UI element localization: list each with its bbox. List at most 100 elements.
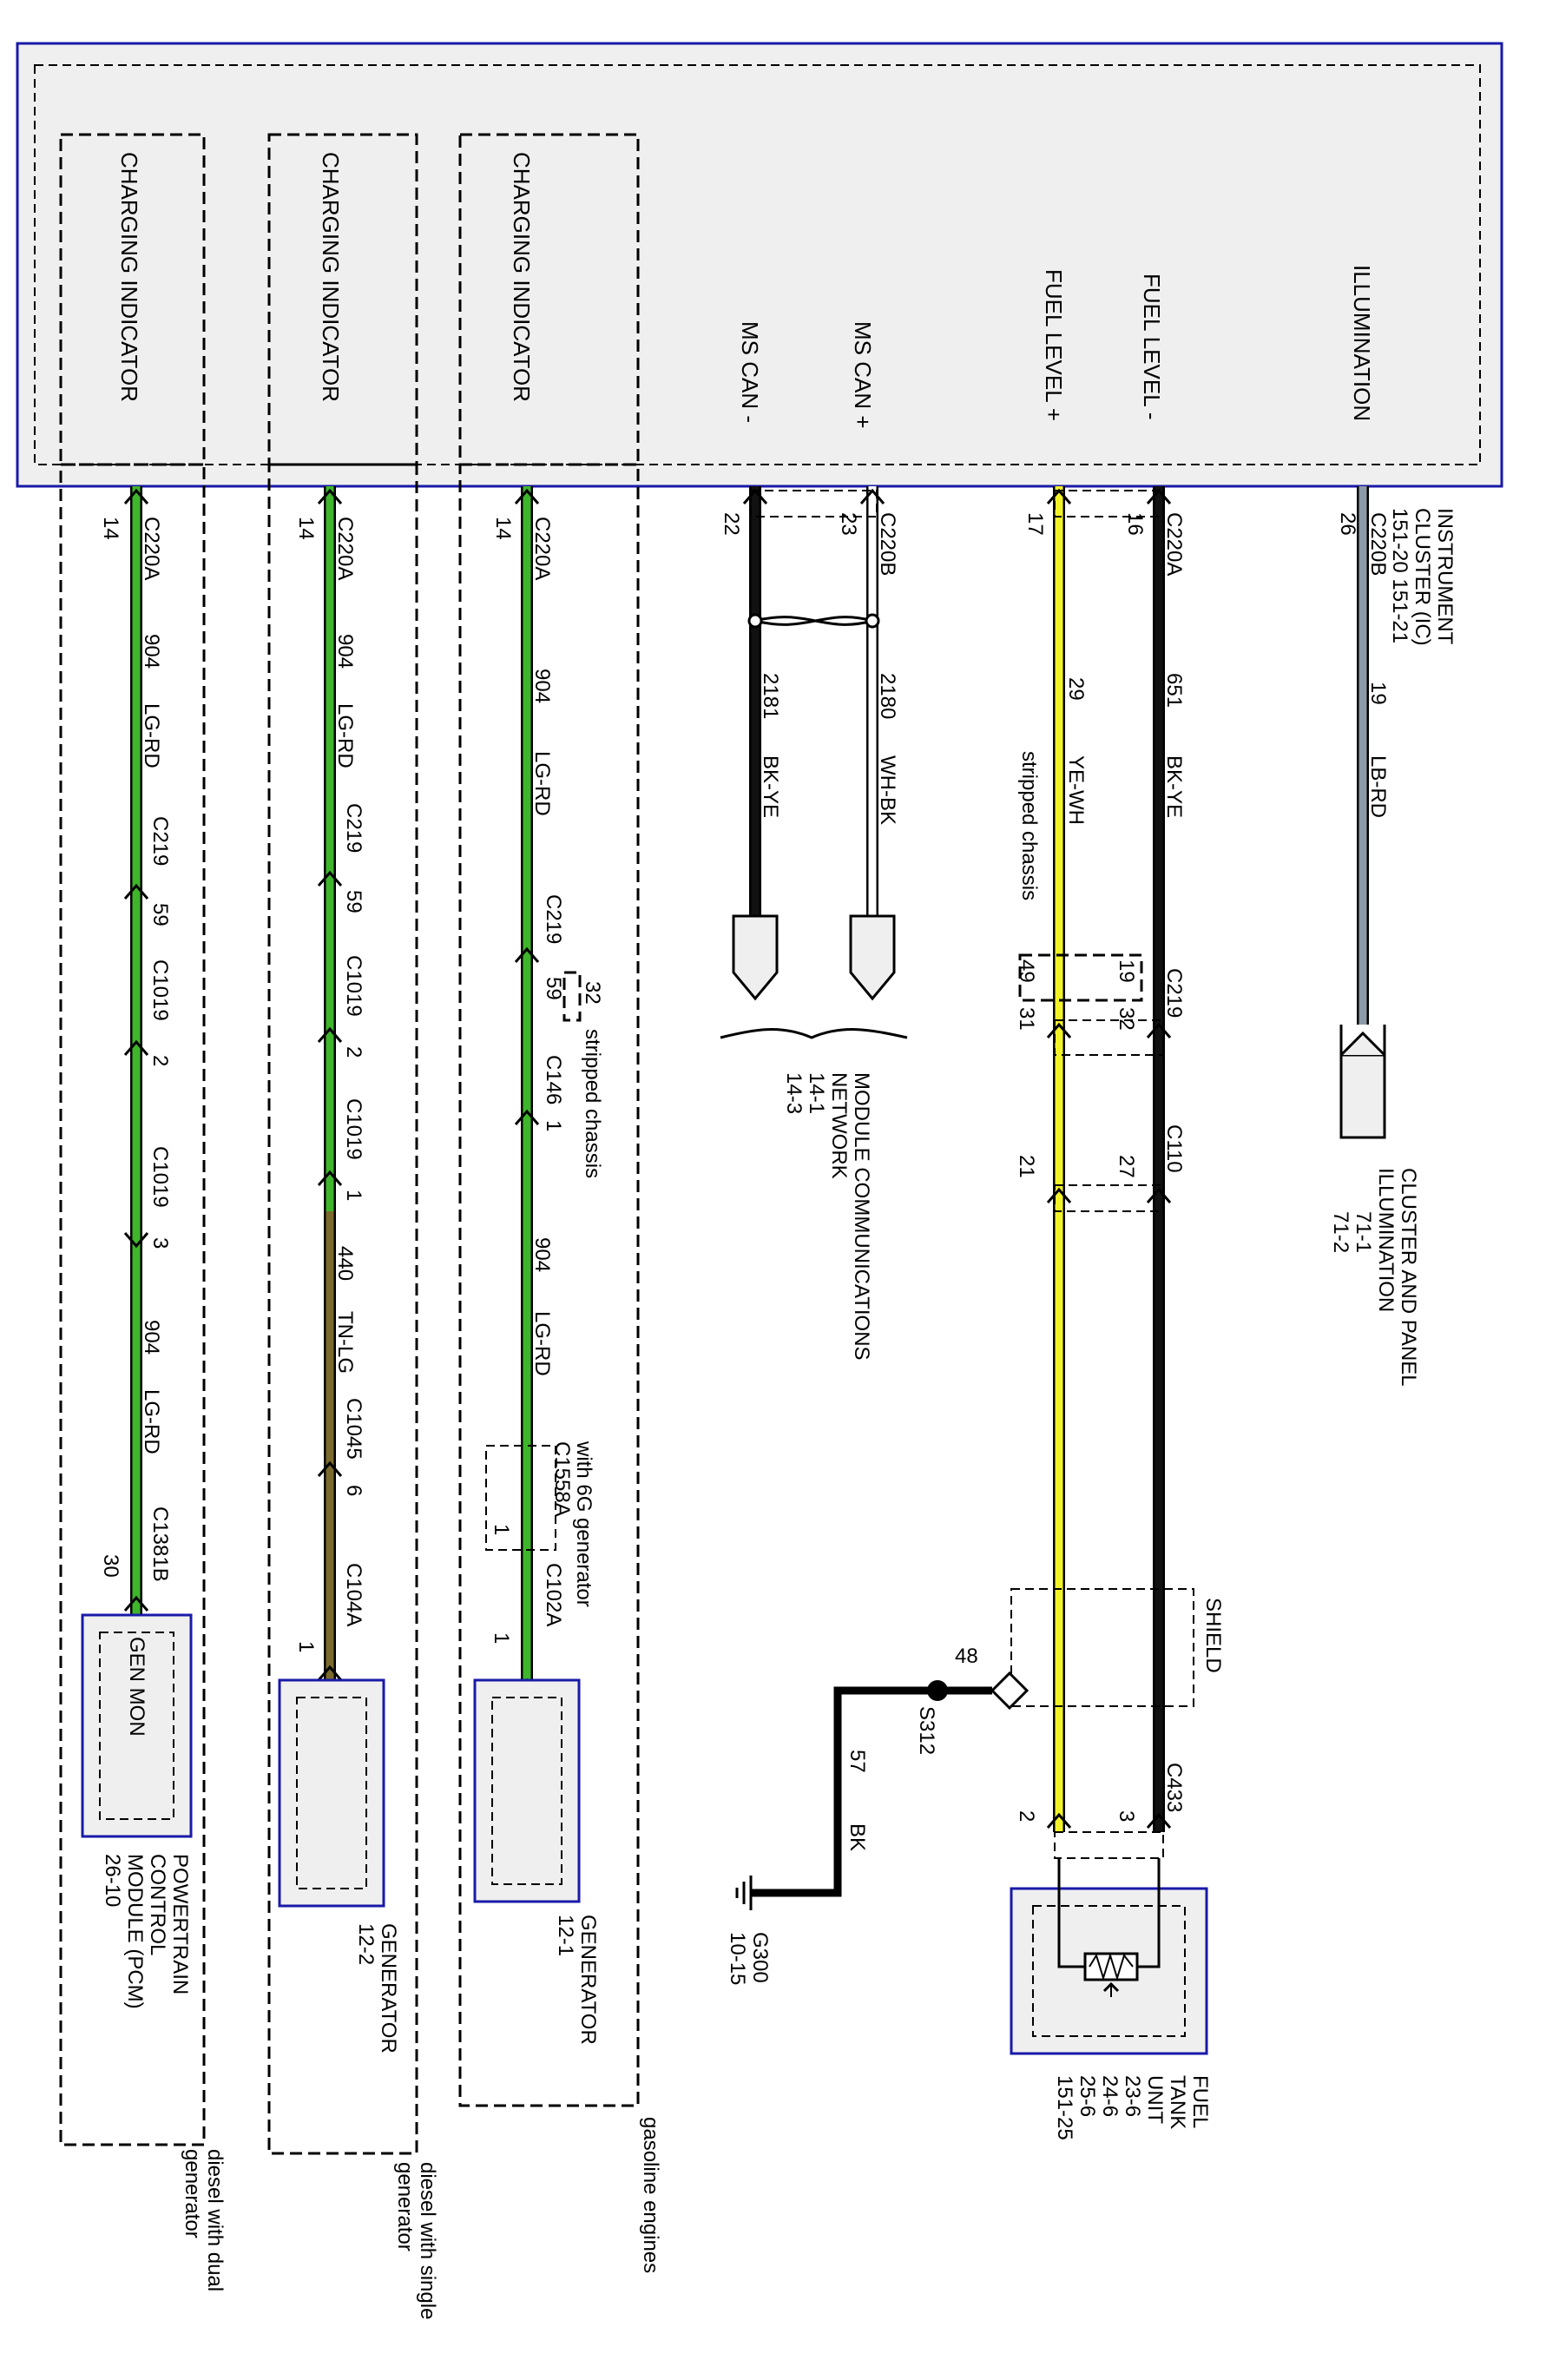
can-minus-connector-shape bbox=[732, 914, 779, 1001]
generator-12-1-box bbox=[473, 1678, 581, 1903]
gas-6g-box bbox=[485, 1445, 556, 1551]
fuel-stripped-box bbox=[1018, 953, 1143, 1002]
gas-c102a: C102A bbox=[542, 1563, 565, 1626]
svg-text:25-6: 25-6 bbox=[1076, 2075, 1099, 2117]
c433-pin-2: 2 bbox=[1015, 1810, 1038, 1822]
svg-text:CLUSTER AND PANEL: CLUSTER AND PANEL bbox=[1397, 1168, 1420, 1387]
single-variant-note: diesel with single generator bbox=[393, 2162, 439, 2319]
gas-c219: C219 bbox=[542, 894, 565, 944]
can-connector: C220B bbox=[876, 512, 899, 576]
single-c219-pin: 59 bbox=[342, 890, 365, 913]
gas-c146-pin: 1 bbox=[542, 1120, 565, 1131]
gas-stripped-pin: 32 bbox=[581, 981, 604, 1005]
twisted-pair-mark bbox=[754, 616, 873, 626]
gas-color-2: LG-RD bbox=[530, 1311, 554, 1376]
label-charging-dual: CHARGING INDICATOR bbox=[116, 152, 142, 402]
gasoline-variant-box bbox=[458, 463, 640, 2107]
single-circuit-2: 440 bbox=[333, 1246, 357, 1281]
dual-c1381b-pin: 30 bbox=[99, 1554, 122, 1578]
label-ms-can-plus: MS CAN + bbox=[850, 321, 876, 429]
ground-circuit: 57 bbox=[845, 1750, 869, 1773]
instrument-cluster-name: INSTRUMENT CLUSTER (IC) 151-20 151-21 bbox=[1388, 508, 1457, 646]
pcm-name: POWERTRAIN CONTROL MODULE (PCM) 26-10 bbox=[101, 1854, 192, 2009]
dual-c219: C219 bbox=[148, 816, 172, 866]
fuel-level-circuits: 16 C220A 651 BK-YE 17 29 YE-WH stripped … bbox=[726, 486, 1225, 2140]
single-circuit: 904 bbox=[333, 634, 357, 669]
dual-color: LG-RD bbox=[140, 703, 163, 768]
c433-label: C433 bbox=[1162, 1763, 1186, 1812]
svg-text:10-15: 10-15 bbox=[726, 1932, 749, 1985]
illumination-circuit: 26 C220B 19 LB-RD CLUSTER AND PANEL ILLU… bbox=[1329, 486, 1420, 1387]
illumination-pin: 26 bbox=[1336, 512, 1359, 536]
svg-text:CONTROL: CONTROL bbox=[146, 1854, 169, 1955]
instrument-cluster-border bbox=[16, 42, 1503, 488]
c433-pin-3: 3 bbox=[1115, 1810, 1138, 1822]
can-plus-pin: 23 bbox=[837, 512, 860, 536]
illumination-destination: CLUSTER AND PANEL ILLUMINATION 71-1 71-2 bbox=[1329, 1168, 1420, 1387]
gas-6g-note: with 6G generator bbox=[572, 1441, 595, 1607]
illumination-connector-shape bbox=[1339, 1053, 1386, 1139]
svg-text:NETWORK: NETWORK bbox=[827, 1072, 851, 1179]
diesel-dual-circuit: 14 C220A 904 LG-RD C219 59 C1019 2 C1019… bbox=[59, 463, 227, 2291]
label-charging-single: CHARGING INDICATOR bbox=[318, 152, 344, 402]
dual-c1381b: C1381B bbox=[148, 1506, 172, 1582]
svg-text:26-10: 26-10 bbox=[101, 1854, 124, 1907]
gas-circuit-2: 904 bbox=[530, 1237, 554, 1272]
single-c1045-pin: 6 bbox=[342, 1485, 365, 1496]
fuel-tank-unit-name: FUEL TANK UNIT 23-6 24-6 25-6 151-25 bbox=[1053, 2075, 1212, 2140]
ms-can-circuits: 23 C220B 22 2180 WH-BK 2181 BK-YE MODULE… bbox=[720, 486, 908, 1361]
label-fuel-level-minus: FUEL LEVEL - bbox=[1139, 274, 1165, 420]
single-c1019b: C1019 bbox=[342, 1098, 365, 1160]
network-destination: MODULE COMMUNICATIONS NETWORK 14-1 14-3 bbox=[782, 1072, 873, 1361]
svg-text:23-6: 23-6 bbox=[1121, 2075, 1144, 2117]
dual-c1019a: C1019 bbox=[148, 959, 172, 1021]
dual-variant-note: diesel with dual generator bbox=[181, 2149, 227, 2291]
illumination-color-code: LB-RD bbox=[1366, 755, 1390, 818]
label-fuel-level-plus: FUEL LEVEL + bbox=[1041, 269, 1067, 421]
fuel-c219-pin-31: 31 bbox=[1015, 1007, 1038, 1031]
dual-pin: 14 bbox=[99, 517, 122, 540]
svg-text:TANK: TANK bbox=[1166, 2075, 1189, 2129]
fuel-minus-pin: 16 bbox=[1123, 512, 1147, 536]
svg-text:INSTRUMENT: INSTRUMENT bbox=[1433, 508, 1457, 645]
can-minus-circuit: 2181 bbox=[759, 673, 782, 719]
svg-text:generator: generator bbox=[181, 2149, 204, 2238]
dual-c1019b-pin: 3 bbox=[148, 1237, 172, 1249]
network-brace bbox=[720, 1028, 908, 1039]
label-illumination: ILLUMINATION bbox=[1349, 265, 1375, 421]
svg-text:12-1: 12-1 bbox=[554, 1915, 577, 1956]
label-ms-can-minus: MS CAN - bbox=[737, 321, 763, 423]
fuel-plus-circuit: 29 bbox=[1064, 677, 1088, 701]
wire-ground bbox=[751, 1686, 992, 1897]
gasoline-engine-circuit: 14 C220A 904 LG-RD C219 59 32 stripped c… bbox=[458, 463, 662, 2273]
splice-s312 bbox=[927, 1680, 948, 1701]
dual-c1019a-pin: 2 bbox=[148, 1055, 172, 1066]
can-plus-color: WH-BK bbox=[876, 755, 899, 825]
fuel-plus-color: YE-WH bbox=[1064, 755, 1088, 825]
fuel-c110-label: C110 bbox=[1162, 1124, 1186, 1173]
illumination-circuit-number: 19 bbox=[1366, 682, 1390, 705]
single-color: LG-RD bbox=[333, 703, 357, 768]
svg-text:ILLUMINATION: ILLUMINATION bbox=[1374, 1168, 1398, 1312]
fuel-minus-connector: C220A bbox=[1162, 512, 1186, 576]
pcm-function: GEN MON bbox=[125, 1637, 148, 1737]
dual-circuit: 904 bbox=[140, 634, 163, 669]
gas-c146: C146 bbox=[542, 1055, 565, 1104]
dual-circuit-2: 904 bbox=[140, 1320, 163, 1355]
gas-variant-note: gasoline engines bbox=[639, 2117, 662, 2273]
gas-connector: C220A bbox=[530, 517, 554, 580]
splice-label: S312 bbox=[915, 1706, 938, 1755]
illumination-connector: C220B bbox=[1366, 512, 1390, 576]
svg-text:generator: generator bbox=[393, 2162, 417, 2251]
svg-text:GENERATOR: GENERATOR bbox=[576, 1915, 600, 2045]
dual-c219-pin: 59 bbox=[148, 903, 172, 926]
fuel-minus-circuit: 651 bbox=[1162, 673, 1186, 708]
single-pin: 14 bbox=[294, 517, 318, 540]
gas-stripped-mark bbox=[562, 971, 582, 1022]
fuel-plus-pin: 17 bbox=[1023, 512, 1047, 536]
single-c1019b-pin: 1 bbox=[342, 1190, 365, 1201]
svg-text:diesel with single: diesel with single bbox=[416, 2162, 439, 2319]
svg-text:12-2: 12-2 bbox=[354, 1923, 378, 1965]
fuel-c110-pin-21: 21 bbox=[1015, 1155, 1038, 1178]
fuel-minus-color: BK-YE bbox=[1162, 755, 1186, 818]
